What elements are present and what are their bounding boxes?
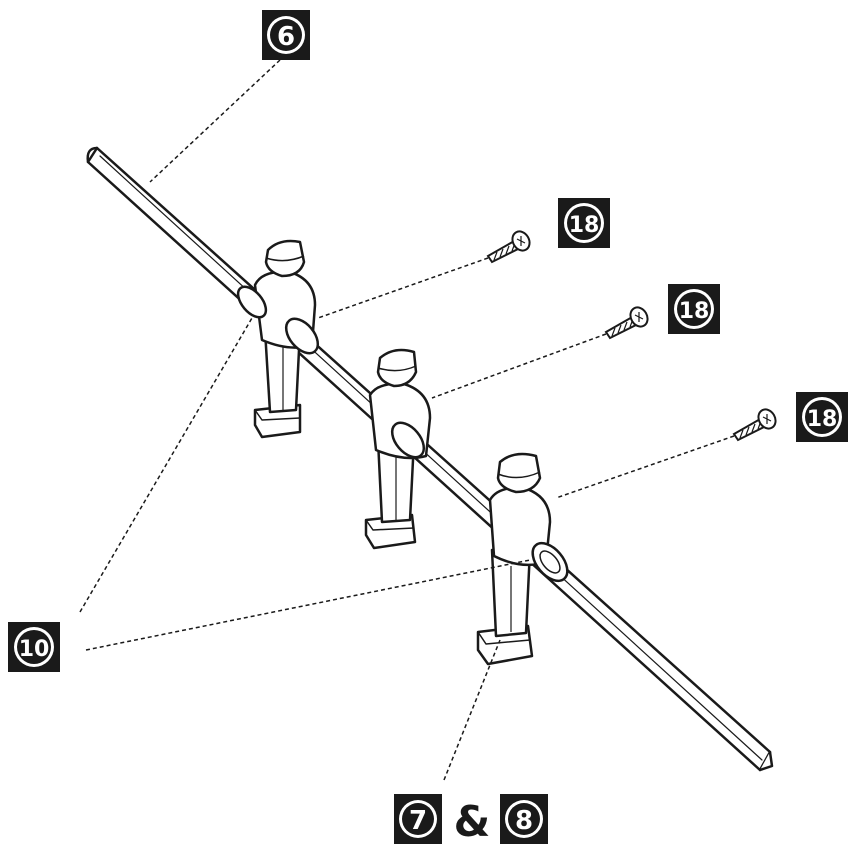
- screw-3: [732, 408, 777, 442]
- callout-screw-2: 18: [668, 284, 720, 334]
- screw-2: [604, 306, 649, 340]
- callout-screw-1-label: 18: [569, 213, 600, 238]
- screw-1: [486, 230, 531, 264]
- callout-screw-3: 18: [796, 392, 848, 442]
- leader-rod: [149, 59, 281, 183]
- callout-rod: 6: [262, 10, 310, 60]
- callout-player-a-label: 7: [409, 806, 427, 836]
- leader-bumper-b: [85, 559, 531, 651]
- callout-bumper: 10: [8, 622, 60, 672]
- player-figure-2: [364, 348, 432, 550]
- callout-player-b: 8: [500, 794, 548, 844]
- player-figure-1: [236, 239, 320, 439]
- leader-bumper-a: [79, 317, 253, 613]
- callout-player-a: 7: [394, 794, 442, 844]
- leader-screw-1: [317, 257, 489, 319]
- leader-player: [443, 639, 501, 781]
- callout-screw-1: 18: [558, 198, 610, 248]
- leader-screw-2: [431, 333, 607, 399]
- leader-lines: [79, 59, 735, 781]
- callout-rod-label: 6: [277, 22, 295, 52]
- callout-screw-2-label: 18: [679, 299, 710, 324]
- callout-bumper-label: 10: [19, 637, 50, 662]
- callout-player-b-label: 8: [515, 806, 533, 836]
- callout-screw-3-label: 18: [807, 407, 838, 432]
- foosball-rod: [86, 146, 774, 772]
- leader-screw-3: [555, 435, 735, 499]
- callout-joiner: &: [454, 797, 491, 846]
- player-figure-3: [476, 452, 569, 666]
